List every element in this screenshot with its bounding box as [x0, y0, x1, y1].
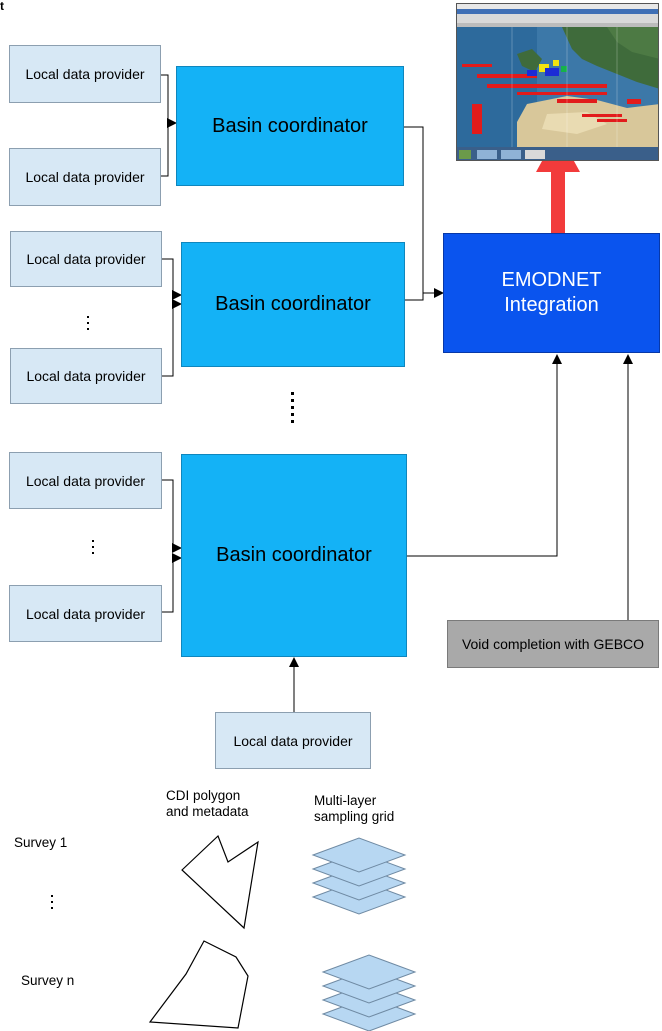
ellipsis-dots: [51, 895, 54, 909]
basin-coordinator-label: Basin coordinator: [215, 293, 371, 315]
ellipsis-dots: [92, 540, 95, 554]
survey-n-label: Survey n: [21, 973, 75, 988]
connector-basin-2-emodnet: [405, 288, 444, 301]
connector-provider-2b-basin-2: [162, 299, 182, 377]
connector-provider-3b-basin-3: [162, 553, 182, 613]
local-data-provider-box: Local data provider: [10, 231, 162, 287]
local-data-provider-box: Local data provider: [9, 585, 162, 642]
emodnet-subtitle: Integration: [504, 294, 599, 316]
basin-coordinator-label: Basin coordinator: [216, 544, 372, 566]
connector-provider-3a-basin-3: [162, 479, 182, 553]
emodnet-integration-box: EMODNET Integration: [443, 233, 660, 353]
sampling-grid-label: Multi-layer sampling grid: [314, 793, 395, 824]
local-data-provider-label: Local data provider: [25, 472, 146, 489]
cdi-polygon-survey-1: [181, 834, 259, 930]
ellipsis-dots: [87, 316, 90, 330]
layer-stack-survey-n: [321, 954, 417, 1031]
basin-coordinator-label: Basin coordinator: [212, 114, 368, 137]
clipped-header-text: t: [0, 0, 4, 13]
local-data-provider-label: Local data provider: [25, 169, 145, 185]
local-data-provider-box: Local data provider: [9, 452, 162, 509]
local-data-provider-label: Local data provider: [26, 251, 146, 267]
gebco-void-completion-box: Void completion with GEBCO: [447, 620, 659, 668]
map-image: [457, 4, 658, 160]
survey-1-label: Survey 1: [14, 835, 68, 850]
ellipsis-dots: [291, 392, 294, 423]
gebco-label: Void completion with GEBCO: [461, 636, 645, 652]
cdi-polygon-label: CDI polygon and metadata: [166, 788, 249, 819]
basin-coordinator-box: Basin coordinator: [176, 66, 404, 186]
connector-provider-2a-basin-2: [162, 258, 182, 300]
connector-basin-3-emodnet: [407, 354, 562, 557]
cdi-polygon-survey-n: [148, 940, 249, 1029]
connector-provider-1a-basin-1: [161, 74, 177, 128]
local-data-provider-box: Local data provider: [9, 148, 161, 206]
basin-coordinator-box: Basin coordinator: [181, 242, 405, 367]
emodnet-title: EMODNET: [501, 269, 602, 291]
local-data-provider-box: Local data provider: [9, 45, 161, 103]
layer-stack-survey-1: [311, 837, 407, 915]
local-data-provider-label: Local data provider: [233, 732, 353, 749]
connector-provider-1b-basin-1: [161, 124, 169, 177]
map-viewer-thumbnail: [456, 3, 659, 161]
local-data-provider-box: Local data provider: [215, 712, 371, 769]
local-data-provider-label: Local data provider: [25, 66, 145, 82]
local-data-provider-box: Local data provider: [10, 348, 162, 404]
basin-coordinator-box: Basin coordinator: [181, 454, 407, 657]
local-data-provider-label: Local data provider: [25, 605, 146, 622]
local-data-provider-label: Local data provider: [26, 368, 146, 384]
connector-basin-1-emodnet: [404, 126, 424, 293]
